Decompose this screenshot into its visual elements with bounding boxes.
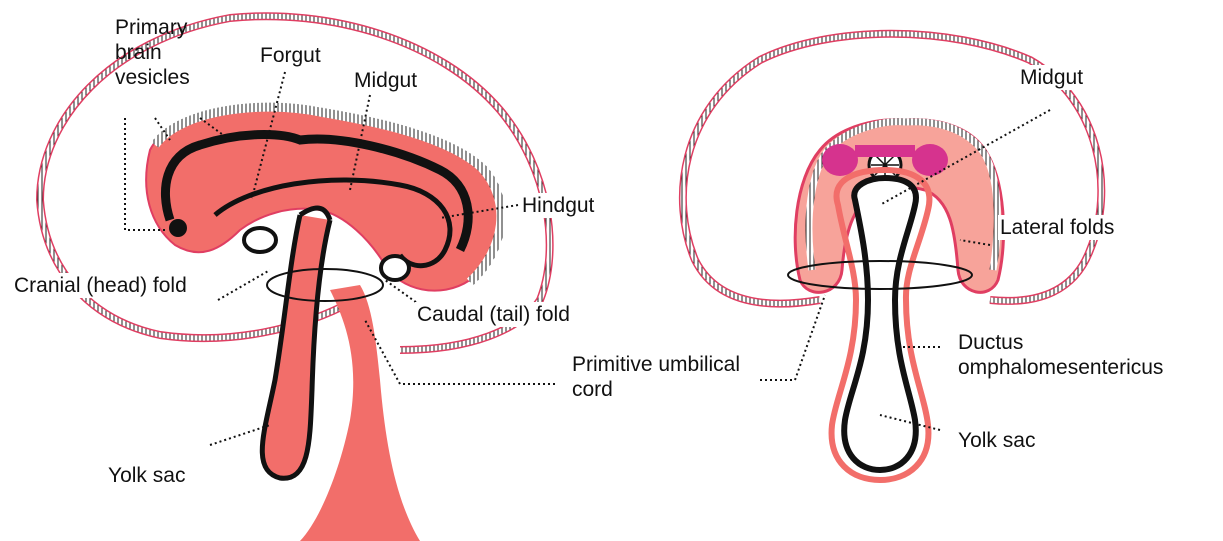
label-primary-brain-vesicles: Primary brain vesicles xyxy=(115,15,225,90)
label-hindgut: Hindgut xyxy=(520,193,596,218)
label-midgut-right: Midgut xyxy=(1018,65,1085,90)
yolk-stalk-left xyxy=(262,215,330,478)
label-midgut-left: Midgut xyxy=(352,68,419,93)
label-primitive-umbilical-cord: Primitive umbilical cord xyxy=(572,352,752,402)
label-cranial-fold: Cranial (head) fold xyxy=(12,273,189,298)
connecting-stalk-left xyxy=(300,285,420,541)
label-yolk-sac-right: Yolk sac xyxy=(958,428,1035,453)
right-embryo-transverse xyxy=(683,34,1101,480)
label-forgut: Forgut xyxy=(258,43,323,68)
label-ductus-omphalomesentericus: Ductus omphalomesentericus xyxy=(958,330,1220,380)
label-caudal-fold: Caudal (tail) fold xyxy=(415,302,572,327)
label-yolk-sac-left: Yolk sac xyxy=(108,463,185,488)
label-lateral-folds: Lateral folds xyxy=(998,215,1116,240)
umbilical-ring-left xyxy=(267,269,383,301)
